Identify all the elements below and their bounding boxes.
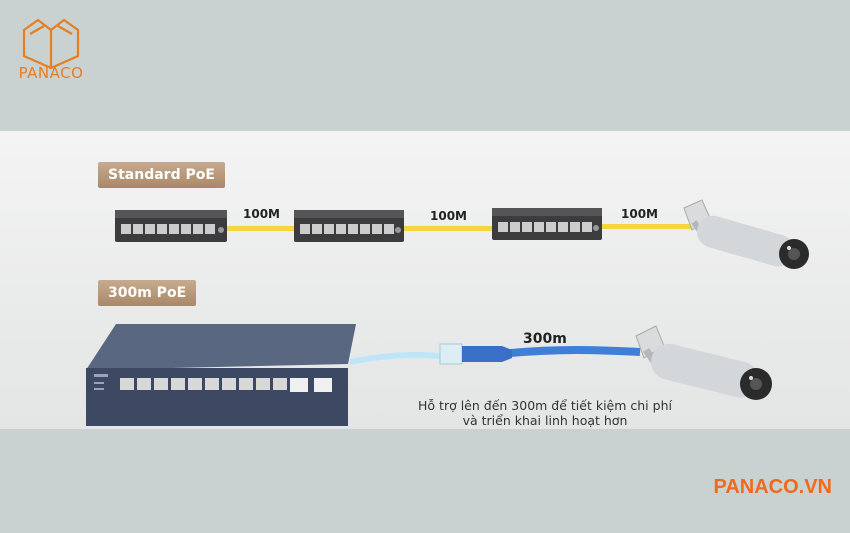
website-url: PANACO.VN (713, 476, 832, 498)
logo-book-icon (22, 18, 80, 70)
blue-cable (349, 346, 641, 365)
camera-icon (683, 199, 809, 269)
camera-icon (635, 325, 772, 400)
caption-line-2: và triển khai linh hoạt hơn (462, 413, 628, 428)
standard-poe-label: Standard PoE (98, 162, 225, 188)
speed-label-2: 100M (430, 209, 467, 223)
long-poe-label: 300m PoE (98, 280, 197, 306)
switch-icon (86, 324, 356, 426)
switch-icon (115, 210, 227, 242)
ethernet-plug-icon (439, 343, 512, 365)
switch-icon (492, 208, 602, 240)
caption: Hỗ trợ lên đến 300m để tiết kiệm chi phí… (395, 398, 695, 428)
speed-label-1: 100M (243, 207, 280, 221)
yellow-cables (225, 224, 700, 231)
switch-icon (294, 210, 404, 242)
distance-label: 300m (523, 331, 567, 347)
speed-label-3: 100M (621, 207, 658, 221)
caption-line-1: Hỗ trợ lên đến 300m để tiết kiệm chi phí (418, 398, 672, 413)
logo-text: PANACO (18, 64, 84, 82)
